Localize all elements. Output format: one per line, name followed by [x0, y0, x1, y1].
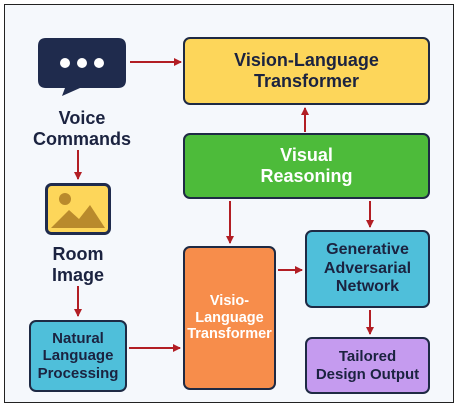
voice-commands-label: Voice Commands [32, 108, 131, 149]
tailored-design-output-label: Tailored Design Output [315, 348, 420, 383]
vision-language-transformer-box: Vision-Language Transformer [183, 37, 430, 105]
room-image-label: Room Image [51, 244, 105, 285]
natural-language-processing-label: Natural Language Processing [37, 330, 119, 382]
visio-language-transformer-box: Visio- Language Transformer [183, 246, 276, 390]
speech-bubble-icon [38, 38, 126, 96]
visio-language-transformer-label: Visio- Language Transformer [187, 292, 272, 343]
generative-adversarial-network-label: Generative Adversarial Network [323, 241, 412, 296]
natural-language-processing-box: Natural Language Processing [29, 320, 127, 392]
generative-adversarial-network-box: Generative Adversarial Network [305, 230, 430, 308]
visual-reasoning-box: Visual Reasoning [183, 133, 430, 199]
visual-reasoning-label: Visual Reasoning [260, 145, 353, 186]
tailored-design-output-box: Tailored Design Output [305, 337, 430, 394]
vision-language-transformer-label: Vision-Language Transformer [234, 50, 379, 91]
image-icon [45, 183, 111, 235]
